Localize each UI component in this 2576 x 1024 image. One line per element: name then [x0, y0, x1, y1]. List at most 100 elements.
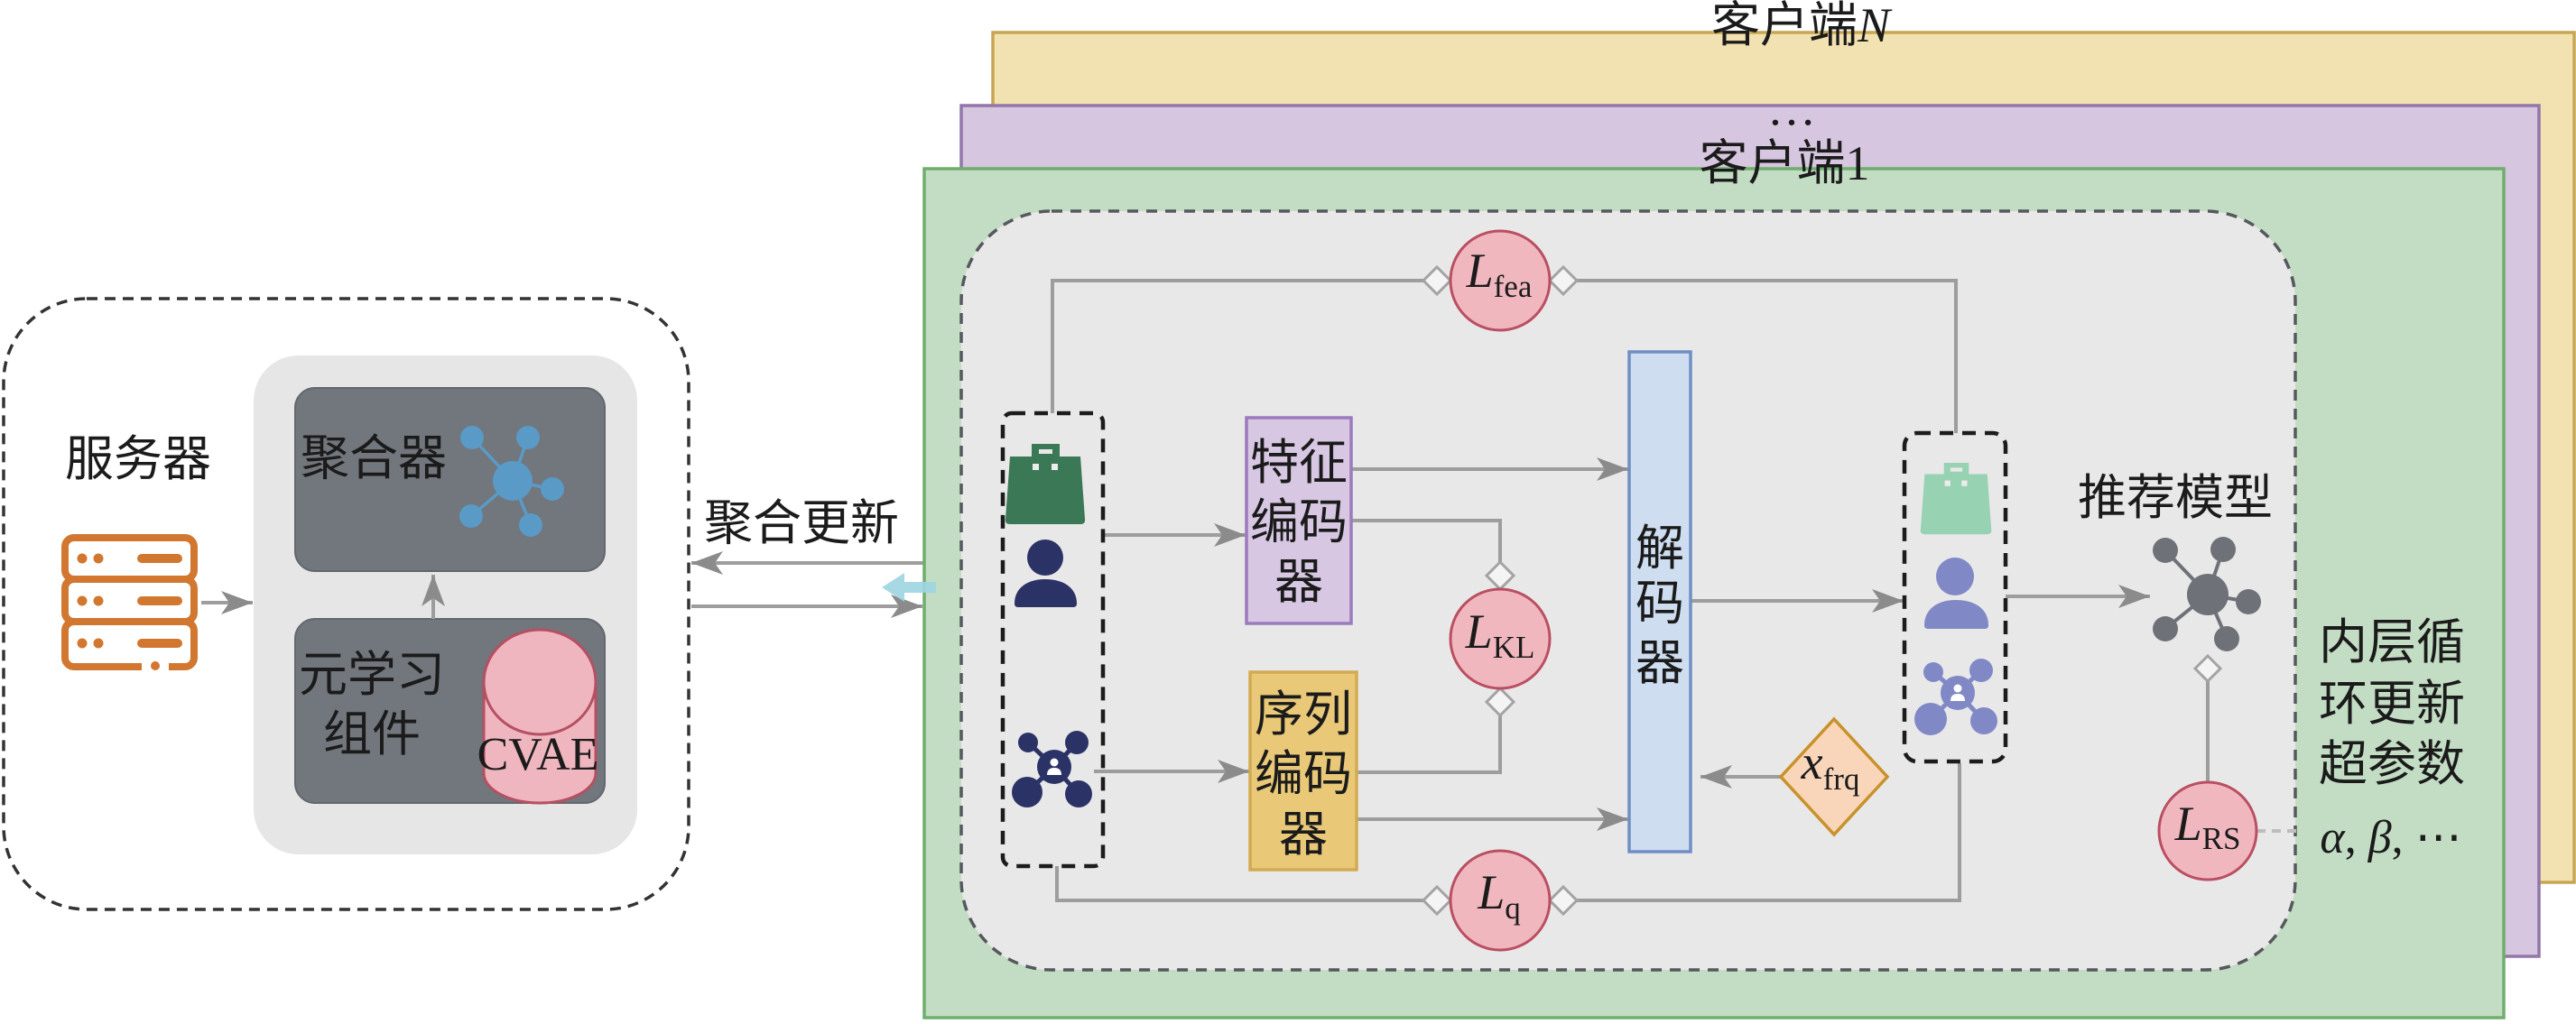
bag-eyelet — [1052, 464, 1058, 470]
decoder-box — [1627, 350, 1692, 853]
hyperparameter-alpha: α — [2320, 812, 2346, 863]
network-node — [1065, 780, 1092, 807]
connector-diamond — [2192, 653, 2223, 684]
server-led — [77, 595, 88, 606]
recommendation-model: 推荐模型 — [2078, 471, 2273, 651]
decoder: 解 码 器 — [1627, 350, 1692, 853]
loss-subscript: q — [1505, 890, 1521, 926]
arrow-left-icon — [882, 573, 936, 602]
server-led — [93, 553, 104, 564]
server-unit-bottom — [61, 618, 198, 670]
server-section: 服务器 聚合器 — [2, 297, 690, 911]
connector-diamond — [1547, 264, 1580, 297]
center-user-body — [1047, 768, 1061, 775]
sequence-encoder: 序列 编码 器 — [1248, 670, 1358, 872]
cylinder-icon — [482, 628, 598, 805]
loss-q-node — [1449, 849, 1552, 952]
hub-node — [2210, 537, 2236, 562]
hub-node — [519, 513, 542, 537]
loss-symbol: L — [1465, 604, 1493, 659]
link-sequence-encoder-to-kl-loss — [1357, 715, 1502, 774]
network-center-node — [1037, 750, 1071, 784]
center-user-head — [1953, 684, 1962, 693]
feature-encoder-label-line: 编码 — [1250, 495, 1348, 549]
loss-q: Lq — [1449, 849, 1552, 952]
loss-symbol: L — [1466, 244, 1494, 298]
user-icon — [1015, 540, 1077, 607]
decoder-label-line: 器 — [1635, 636, 1684, 690]
hyperparameter-separator: , — [2392, 812, 2415, 863]
hub-center-node — [493, 461, 533, 501]
hub-node — [516, 426, 540, 449]
loss-rs-label: LRS — [2174, 797, 2241, 856]
inner-loop-line: 环更新 — [2319, 677, 2465, 731]
frequency-diamond — [1778, 716, 1890, 837]
frequency-label: xfrq — [1801, 735, 1860, 797]
frequency-input: xfrq — [1778, 716, 1890, 837]
server-boundary — [2, 297, 690, 911]
server-led — [77, 638, 88, 649]
sequence-encoder-label-line: 序列 — [1255, 687, 1352, 742]
loss-fea-label: Lfea — [1466, 244, 1533, 304]
network-node — [1969, 659, 1993, 682]
sequence-encoder-label-line: 编码 — [1255, 747, 1352, 801]
user-icon — [1924, 558, 1988, 629]
decoder-label-line: 码 — [1635, 577, 1684, 631]
client-n-title-index: N — [1857, 0, 1893, 52]
network-center-node — [1941, 676, 1975, 710]
loss-rs: LRS — [2157, 780, 2258, 881]
client-flows — [1051, 279, 2297, 902]
input-group-box — [1000, 411, 1106, 869]
user-head — [1027, 540, 1063, 576]
user-body — [1924, 600, 1988, 629]
loss-kl-label: LKL — [1465, 604, 1535, 665]
bag-handle — [1032, 444, 1060, 458]
inner-loop-line: 超参数 — [2319, 737, 2465, 791]
loss-symbol: L — [1477, 865, 1505, 919]
frequency-subscript: frq — [1823, 761, 1860, 797]
bag-body — [1920, 474, 1992, 535]
network-hub-icon — [2153, 537, 2261, 651]
hub-node — [2153, 616, 2178, 641]
hub-node — [541, 477, 564, 501]
cvae-cylinder-body — [482, 628, 598, 805]
shopping-bag-icon — [1920, 463, 1992, 535]
loss-symbol: L — [2174, 797, 2202, 851]
bag-eyelet — [1944, 480, 1951, 486]
bag-eyelet — [1033, 464, 1039, 470]
communication-links: 聚合更新 — [691, 496, 923, 618]
client-n-title-prefix: 客户端 — [1711, 0, 1858, 52]
aggregate-update-label: 聚合更新 — [704, 496, 899, 550]
loss-kl: LKL — [1449, 587, 1552, 690]
link-feature-loss-to-output — [1577, 279, 1958, 433]
server-led — [93, 595, 104, 606]
connector-diamond — [1484, 686, 1516, 718]
loss-kl-node — [1449, 587, 1552, 690]
feature-encoder: 特征 编码 器 — [1245, 416, 1353, 625]
bag-eyelet — [1961, 480, 1968, 486]
loss-q-label: Lq — [1477, 865, 1521, 926]
hub-node — [2236, 589, 2261, 614]
server-led — [93, 638, 104, 649]
client-1-title-prefix: 客户端 — [1700, 136, 1846, 190]
server-title: 服务器 — [65, 432, 211, 486]
aggregator-label: 聚合器 — [301, 431, 447, 485]
feature-encoder-box — [1245, 416, 1353, 625]
sequence-encoder-label-line: 器 — [1279, 807, 1328, 862]
loss-rs-node — [2157, 780, 2258, 881]
hyperparameter-separator: , — [2345, 812, 2368, 863]
network-node — [1012, 777, 1042, 807]
output-group-box — [1902, 430, 2008, 764]
feature-encoder-label-line: 器 — [1274, 555, 1323, 609]
loss-fea: Lfea — [1449, 229, 1552, 332]
client-1-title-index: 1 — [1846, 136, 1870, 190]
loss-subscript: KL — [1493, 630, 1535, 665]
link-input-to-q-loss — [1055, 866, 1423, 902]
loss-fea-node — [1449, 229, 1552, 332]
recommendation-model-label: 推荐模型 — [2078, 471, 2273, 525]
connector-diamond — [1421, 884, 1453, 917]
hub-node — [459, 504, 483, 528]
bag-handle — [1943, 463, 1969, 476]
network-node — [1065, 731, 1089, 754]
feature-encoder-label-line: 特征 — [1250, 436, 1348, 490]
